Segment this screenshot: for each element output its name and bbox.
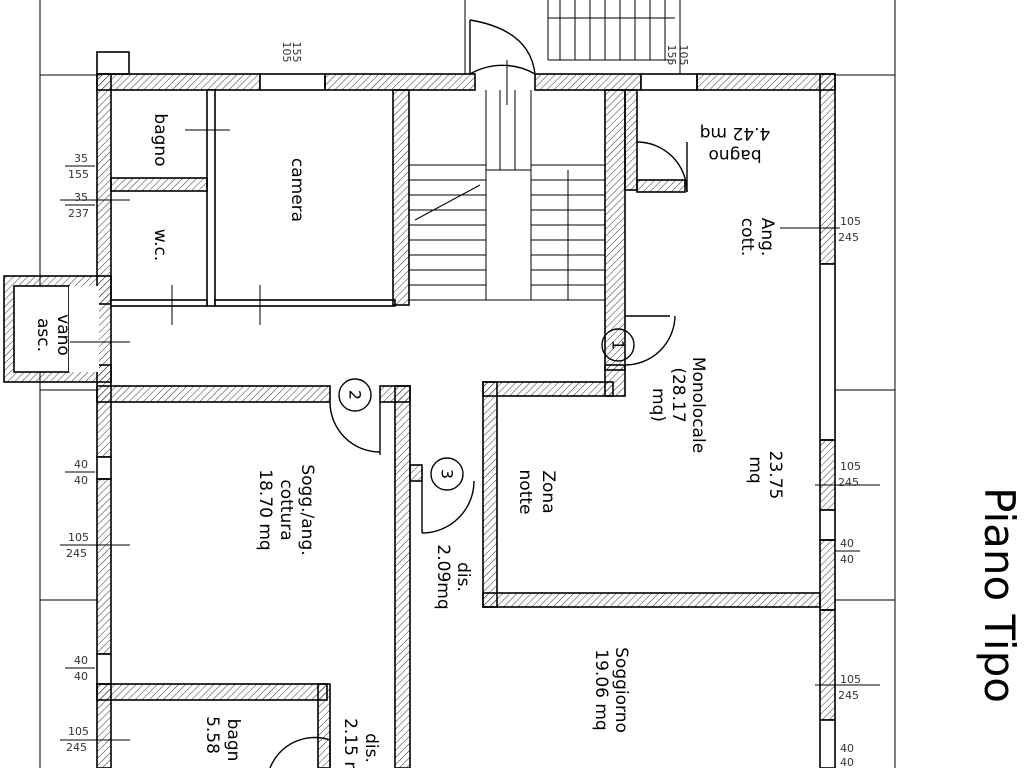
right-wall	[819, 73, 836, 768]
dim-left-5b: 40	[74, 670, 88, 683]
label-dis-mid-1: dis.	[453, 562, 473, 592]
lower-left-walls	[96, 385, 423, 768]
dim-right-4a: 105	[840, 673, 861, 686]
section-ticks	[60, 100, 880, 741]
label-monolocale-2: (28.17	[668, 367, 688, 422]
door-markers: 1 2 3	[338, 328, 635, 491]
dim-left-2a: 35	[74, 191, 88, 204]
chimney-block	[96, 51, 130, 75]
dim-left-3b: 40	[74, 474, 88, 487]
door-arcs	[269, 141, 688, 768]
dim-right-2a: 105	[840, 460, 861, 473]
marker-2: 2	[338, 378, 372, 412]
dim-right-1a: 105	[840, 215, 861, 228]
label-camera: camera	[287, 158, 307, 222]
label-monolocale-3: mq)	[648, 388, 668, 422]
label-monolocale-area-1: 23.75	[765, 451, 785, 500]
top-wall	[96, 73, 836, 91]
label-bagno-top-left: bagno	[150, 113, 170, 166]
dim-right-3a: 40	[840, 537, 854, 550]
label-sogg-2: cottura	[276, 479, 296, 540]
dim-left-1b: 155	[68, 168, 89, 181]
label-bagno-bottom-1: bagn	[223, 719, 243, 762]
label-vano-2: asc.	[33, 318, 53, 352]
label-wc: w.c.	[150, 229, 170, 262]
dim-right-5a: 40	[840, 742, 854, 755]
svg-text:3: 3	[438, 469, 457, 479]
label-soggiorno-1: Soggiorno	[611, 647, 631, 733]
dim-right-4b: 245	[838, 689, 859, 702]
marker-3: 3	[430, 457, 464, 491]
left-wall	[96, 73, 112, 768]
label-dis-bottom-2: 2.15 m	[340, 718, 360, 768]
plan-title: Piano Tipo	[975, 487, 1024, 703]
stairwell	[409, 0, 675, 371]
label-zona-notte-2: notte	[515, 470, 535, 515]
label-sogg-1: Sogg./ang.	[297, 464, 317, 555]
label-monolocale-1: Monolocale	[688, 357, 708, 453]
elevator-shaft	[3, 275, 112, 383]
dim-left-6a: 105	[68, 725, 89, 738]
dim-top-1b: 155	[290, 42, 303, 63]
label-zona-notte-1: Zona	[538, 470, 558, 513]
dim-top-2b: 155	[665, 45, 678, 66]
dimension-labels: 105 155 105 155 35 155 35 237 40 40 105 …	[65, 42, 861, 768]
label-monolocale-area-2: mq	[745, 456, 765, 483]
label-ang-cott-1: Ang.	[757, 218, 777, 257]
dim-left-6b: 245	[66, 741, 87, 754]
svg-text:1: 1	[609, 340, 628, 350]
dim-right-1b: 245	[838, 231, 859, 244]
dim-right-5b: 40	[840, 756, 854, 768]
svg-text:2: 2	[346, 390, 365, 400]
outer-frame	[39, 0, 896, 768]
label-soggiorno-2: 19.06 mq	[591, 649, 611, 730]
dim-left-2b: 237	[68, 207, 89, 220]
monolocale-walls	[482, 89, 821, 608]
label-dis-bottom-1: dis.	[361, 733, 381, 763]
label-vano-1: vano	[53, 314, 73, 356]
label-bagno-top-right-2: 4.42 mq	[700, 123, 771, 143]
room-labels: bagno camera w.c. vano asc. bagno 4.42 m…	[33, 113, 785, 768]
dim-left-1a: 35	[74, 152, 88, 165]
label-ang-cott-2: cott.	[737, 218, 757, 256]
label-dis-mid-2: 2.09mq	[433, 544, 453, 609]
dim-top-2a: 105	[677, 45, 690, 66]
dim-left-3a: 40	[74, 458, 88, 471]
marker-1: 1	[601, 328, 635, 362]
dim-right-3b: 40	[840, 553, 854, 566]
dim-left-4b: 245	[66, 547, 87, 560]
label-sogg-3: 18.70 mq	[255, 469, 275, 550]
dim-left-5a: 40	[74, 654, 88, 667]
label-bagno-bottom-2: 5.58	[202, 716, 222, 754]
dim-top-1a: 105	[280, 42, 293, 63]
label-bagno-top-right-1: bagno	[708, 145, 761, 165]
dim-left-4a: 105	[68, 531, 89, 544]
interior-walls-upper-left	[110, 89, 410, 307]
dim-right-2b: 245	[838, 476, 859, 489]
